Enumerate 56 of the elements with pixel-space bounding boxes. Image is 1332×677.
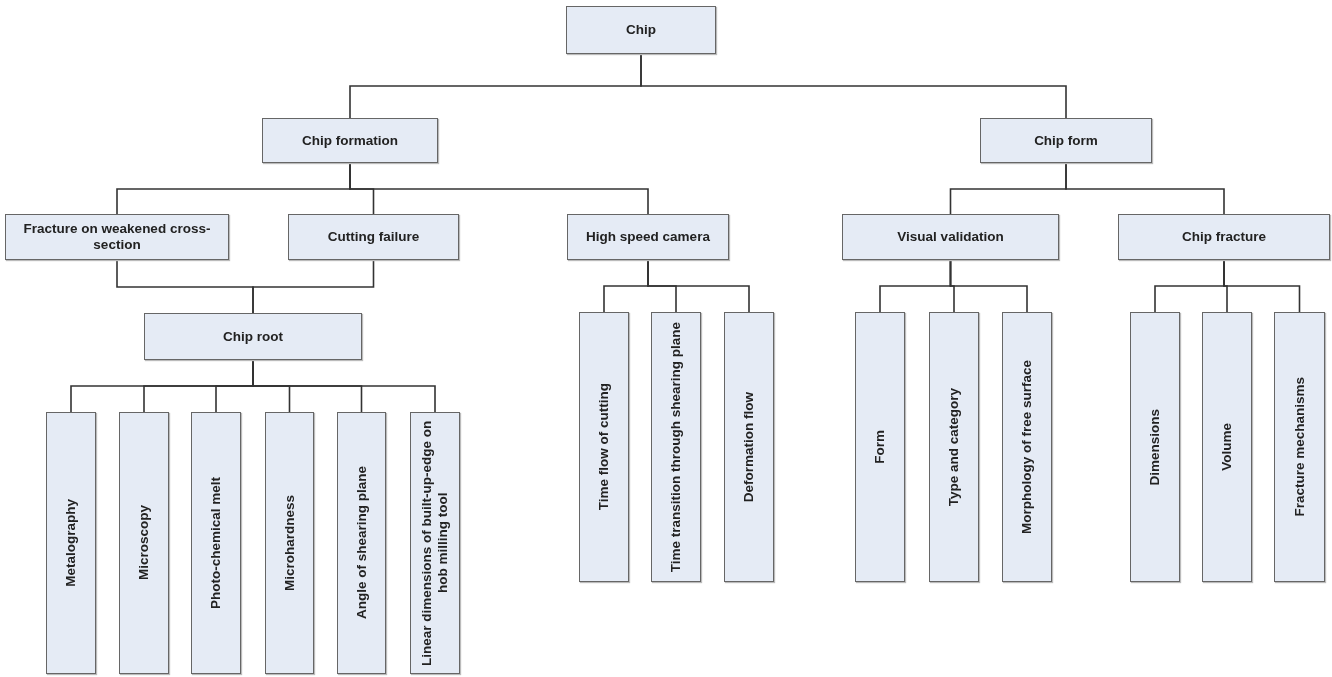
method-box [855, 312, 905, 582]
node-label: Visual validation [897, 229, 1004, 245]
node-label: Chip formation [302, 132, 398, 149]
method-box [1002, 312, 1052, 582]
node-label: Microscopy [136, 505, 152, 581]
connector-line [949, 259, 1028, 313]
node-label: Fracture on weakened cross-section [22, 221, 212, 253]
node-label: Chip form [1034, 132, 1098, 149]
node-label: Fracture mechanisms [1291, 377, 1308, 517]
node-label: Photo-chemical melt [208, 477, 224, 609]
method-box [337, 412, 386, 674]
node-label: Volume [1219, 423, 1235, 471]
category-box [5, 214, 229, 260]
node-label: Type and category [946, 387, 962, 507]
node-label: Angle of shearing plane [353, 466, 370, 620]
node-label: Morphology of free surface [1019, 360, 1035, 534]
category-box [566, 6, 716, 54]
node-label: Chip root [223, 328, 283, 345]
connector-line [1223, 259, 1301, 313]
node-label: Metalography [63, 499, 79, 587]
method-box [46, 412, 96, 674]
node-label: Time transition through shearing plane [668, 321, 684, 573]
method-box [265, 412, 314, 674]
node-label: Dimensions [1147, 408, 1163, 486]
method-box [119, 412, 169, 674]
node-label: Chip [626, 22, 656, 38]
connector-line [647, 259, 750, 313]
method-box [651, 312, 701, 582]
category-box [980, 118, 1152, 163]
category-box [842, 214, 1059, 260]
category-box [262, 118, 438, 163]
category-box [567, 214, 729, 260]
connector-line [252, 359, 436, 413]
node-label: Deformation flow [741, 391, 757, 503]
node-label: Cutting failure [327, 229, 420, 245]
method-box [1274, 312, 1325, 582]
node-label: High speed camera [586, 229, 710, 245]
node-label: Microhardness [281, 495, 298, 591]
method-box [929, 312, 979, 582]
node-label: Time flow of cutting [596, 383, 612, 511]
method-box [1202, 312, 1252, 582]
category-box [288, 214, 459, 260]
connector-line [1065, 162, 1225, 215]
connector-line [252, 259, 375, 314]
node-label: Form [872, 430, 888, 464]
method-box [191, 412, 241, 674]
node-label: Linear dimensions of built-up-edge on hob milling tool [419, 419, 451, 668]
connector-line [349, 162, 649, 215]
method-box [579, 312, 629, 582]
method-box [410, 412, 460, 674]
method-box [724, 312, 774, 582]
method-box [1130, 312, 1180, 582]
connector-line [640, 53, 1067, 119]
category-box [1118, 214, 1330, 260]
node-label: Chip fracture [1182, 229, 1266, 245]
category-box [144, 313, 362, 360]
